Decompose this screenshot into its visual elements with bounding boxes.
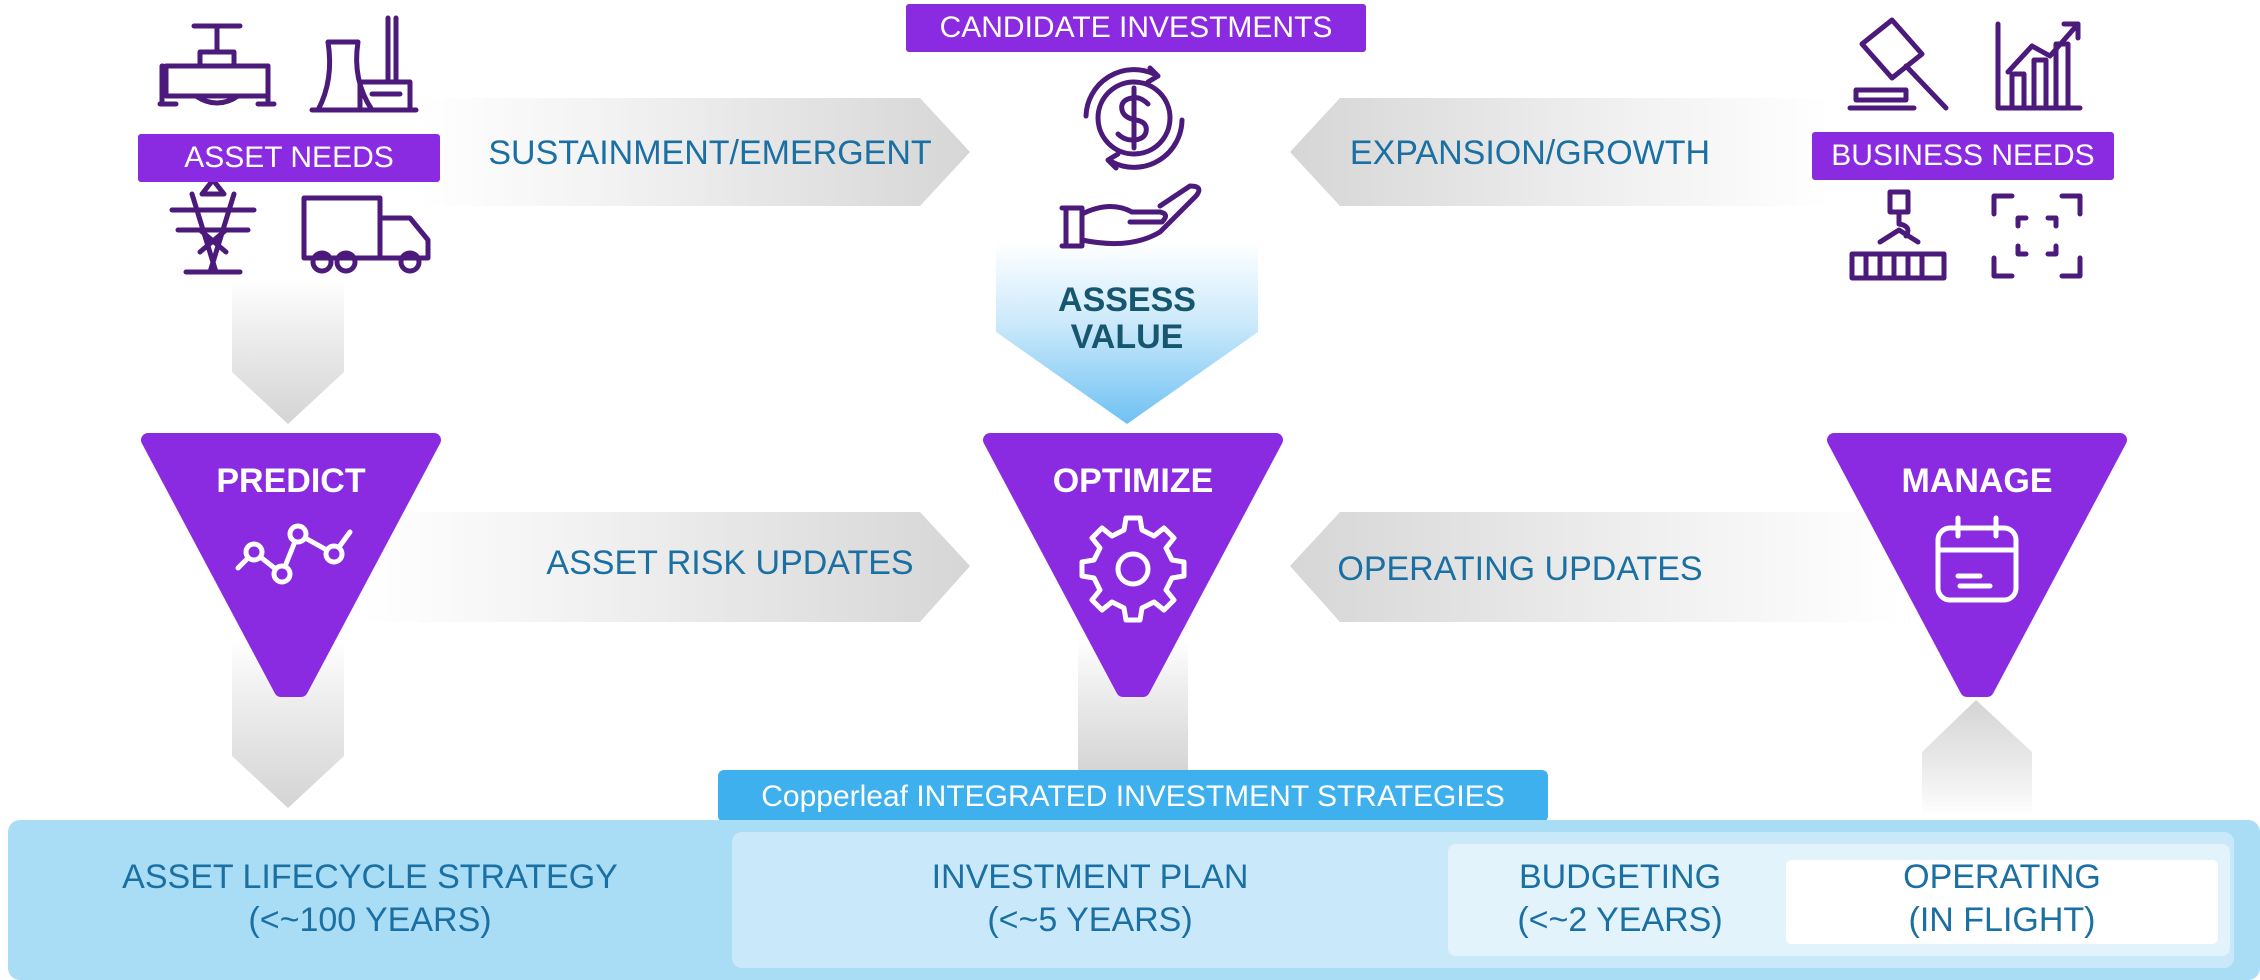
- asset-risk-label: ASSET RISK UPDATES: [546, 544, 914, 582]
- line-chart-icon: [235, 523, 353, 585]
- predict-title: PREDICT: [216, 462, 366, 500]
- power-plant-icon: [309, 15, 419, 113]
- gavel-icon: [1847, 17, 1949, 111]
- asset-needs-tag: ASSET NEEDS: [138, 134, 440, 182]
- lifecycle-title: ASSET LIFECYCLE STRATEGY: [122, 858, 618, 896]
- growth-chart-icon: [1995, 21, 2083, 111]
- plan-title: INVESTMENT PLAN: [931, 858, 1249, 896]
- budgeting: BUDGETING (<~2 YEARS): [1480, 856, 1760, 941]
- lifecycle-strategy: ASSET LIFECYCLE STRATEGY (<~100 YEARS): [90, 856, 650, 941]
- dollar-cycle-icon: [1083, 65, 1185, 171]
- calendar-icon: [1935, 515, 2019, 603]
- assess-value-label: ASSESS VALUE: [1027, 281, 1227, 357]
- plan-sub: (<~5 YEARS): [987, 900, 1193, 939]
- optimize-title: OPTIMIZE: [1052, 462, 1214, 500]
- assess-value-arrow: [996, 242, 1258, 424]
- pipeline-valve-icon: [157, 23, 277, 107]
- operating-title: OPERATING: [1903, 858, 2101, 896]
- business-needs-tag: BUSINESS NEEDS: [1812, 132, 2114, 180]
- lifecycle-sub: (<~100 YEARS): [248, 900, 492, 939]
- operating: OPERATING (IN FLIGHT): [1786, 856, 2218, 941]
- operating-updates-label: OPERATING UPDATES: [1337, 550, 1703, 588]
- strategies-header-bar: [718, 770, 1548, 822]
- hand-icon: [1059, 183, 1202, 249]
- operating-sub: (IN FLIGHT): [1908, 900, 2096, 939]
- operating-updates-arrow: [1290, 512, 1900, 622]
- predict-triangle: [141, 433, 441, 697]
- optimize-triangle: [983, 433, 1283, 697]
- budgeting-sub: (<~2 YEARS): [1517, 900, 1723, 939]
- scan-frame-icon: [1991, 193, 2083, 279]
- investment-plan: INVESTMENT PLAN (<~5 YEARS): [840, 856, 1340, 941]
- candidate-investments-tag: CANDIDATE INVESTMENTS: [906, 4, 1366, 52]
- manage-triangle: [1827, 433, 2127, 697]
- predict-down-arrow: [232, 640, 344, 808]
- strategies-header: Copperleaf INTEGRATED INVESTMENT STRATEG…: [761, 780, 1505, 813]
- manage-title: MANAGE: [1901, 462, 2053, 500]
- truck-icon: [301, 195, 431, 274]
- asset-needs-down-arrow: [232, 280, 344, 424]
- transmission-tower-icon: [169, 177, 257, 275]
- expansion-arrow: [1290, 98, 1830, 206]
- asset-risk-arrow: [360, 512, 970, 622]
- crane-container-icon: [1849, 189, 1947, 281]
- operating-panel: [1786, 860, 2218, 944]
- assess-line: ASSESS: [1058, 281, 1196, 319]
- manage-up-arrow: [1922, 700, 2032, 816]
- expansion-label: EXPANSION/GROWTH: [1349, 134, 1711, 172]
- gear-icon: [1079, 515, 1187, 623]
- sustainment-label: SUSTAINMENT/EMERGENT: [488, 134, 932, 172]
- value-line: VALUE: [1070, 318, 1184, 357]
- budgeting-title: BUDGETING: [1518, 858, 1722, 896]
- sustainment-arrow: [420, 98, 970, 206]
